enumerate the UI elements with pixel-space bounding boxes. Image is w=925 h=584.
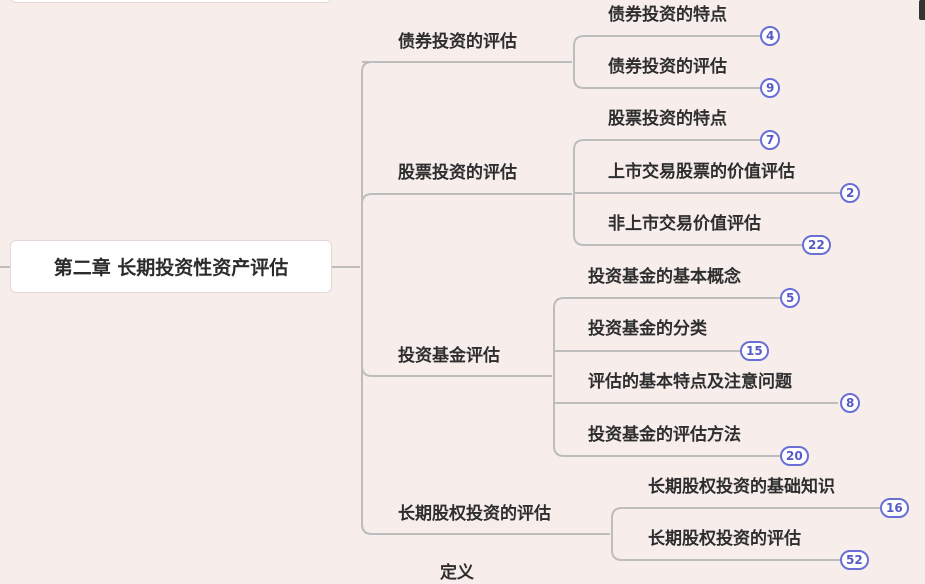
node-equity-evaluation[interactable]: 长期股权投资的评估 [648,529,801,549]
connector-b3-children [520,297,838,457]
connector-branch-4 [361,523,580,535]
node-fund-methods[interactable]: 投资基金的评估方法 [588,425,741,445]
node-bond-evaluation[interactable]: 债券投资的评估 [608,57,727,77]
root-node[interactable]: 第二章 长期投资性资产评估 [10,240,332,293]
connector-branch-2 [361,193,540,205]
node-definition-partial[interactable]: 定义 [440,563,474,583]
count-badge[interactable]: 4 [760,26,781,46]
node-listed-stock-valuation[interactable]: 上市交易股票的价值评估 [608,162,795,182]
count-badge[interactable]: 9 [760,78,781,98]
scroll-indicator[interactable] [919,0,925,20]
node-evaluation-notes[interactable]: 评估的基本特点及注意问题 [588,372,792,392]
count-badge[interactable]: 5 [780,288,801,308]
count-badge[interactable]: 8 [840,393,861,413]
node-unlisted-valuation[interactable]: 非上市交易价值评估 [608,214,761,234]
node-stock-features[interactable]: 股票投资的特点 [608,109,727,129]
connector-b1-children [540,35,760,89]
connector-b2-children [540,139,840,246]
count-badge[interactable]: 15 [740,341,769,361]
count-badge[interactable]: 16 [880,498,909,518]
node-fund-classification[interactable]: 投资基金的分类 [588,319,707,339]
count-badge[interactable]: 22 [802,235,831,255]
node-equity-basics[interactable]: 长期股权投资的基础知识 [648,477,835,497]
count-badge[interactable]: 20 [780,446,809,466]
connector-trunk [361,61,373,535]
root-label: 第二章 长期投资性资产评估 [53,257,289,279]
connector-b4-children [580,507,880,561]
node-bond-features[interactable]: 债券投资的特点 [608,5,727,25]
node-fund-concept[interactable]: 投资基金的基本概念 [588,267,741,287]
connector-branch-3 [361,365,520,377]
count-badge[interactable]: 7 [760,130,781,150]
count-badge[interactable]: 2 [840,183,861,203]
branch-bond[interactable]: 债券投资的评估 [398,32,517,52]
count-badge[interactable]: 52 [840,550,869,570]
branch-equity[interactable]: 长期股权投资的评估 [398,504,551,524]
branch-stock[interactable]: 股票投资的评估 [398,163,517,183]
branch-fund[interactable]: 投资基金评估 [398,346,500,366]
